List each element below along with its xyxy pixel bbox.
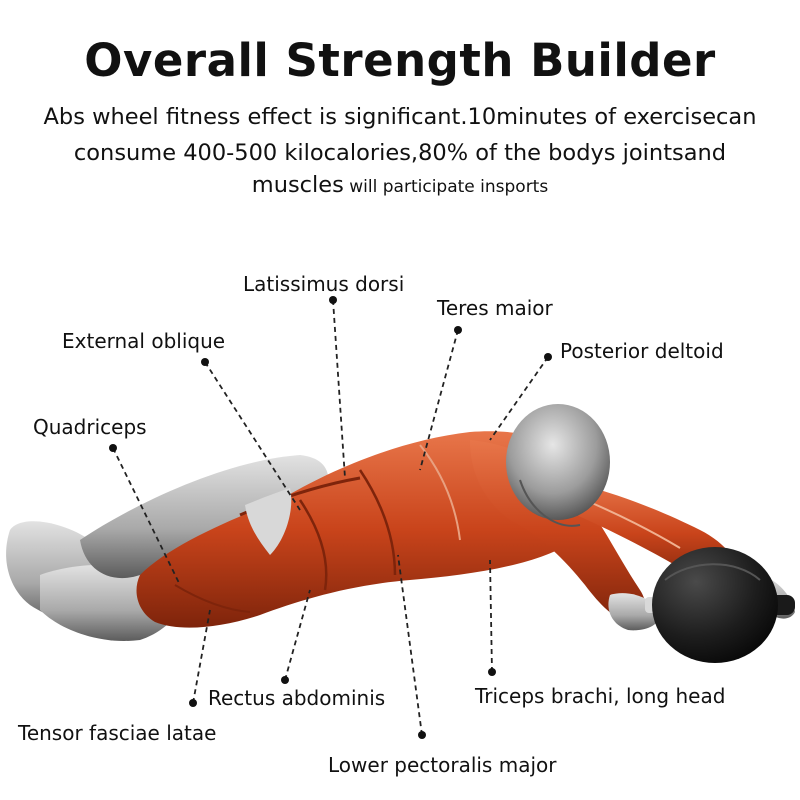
label-rectus-abdominis: Rectus abdominis [208,686,386,710]
leader-dots [109,296,552,739]
page-title: Overall Strength Builder [84,34,716,87]
leader-dot [454,326,462,334]
description-line-3: muscles will participate insports [20,172,780,198]
leader-lines [112,299,549,736]
leader-line-latissimus [332,299,346,479]
leader-dot [281,676,289,684]
head-gray [506,404,610,527]
description-line-3-small: will participate insports [343,177,549,197]
leader-line-triceps [489,559,493,673]
label-external-oblique: External oblique [62,329,226,353]
leader-line-tensor [192,609,211,704]
leader-dot [109,444,117,452]
description-line-1: Abs wheel fitness effect is significant.… [43,104,757,130]
leader-dot [329,296,337,304]
leader-line-external-oblique [204,361,301,511]
leader-line-teres [419,329,459,471]
leader-line-rectus [284,589,311,681]
leader-dot [201,358,209,366]
leader-line-quadriceps [112,447,181,586]
ab-wheel [645,547,795,663]
leader-line-lower-pec [397,554,423,736]
leader-dot [418,731,426,739]
label-teres-maior: Teres maior [437,296,553,320]
leader-dot [544,353,552,361]
description-line-3-main: muscles [251,172,344,198]
label-tensor-fasciae-latae: Tensor fasciae latae [18,721,217,745]
leader-dot [189,699,197,707]
leader-dot [488,668,496,676]
label-triceps-brachi: Triceps brachi, long head [475,684,726,708]
leader-line-posterior-deltoid [489,356,549,441]
label-quadriceps: Quadriceps [33,415,147,439]
description-line-2: consume 400-500 kilocalories,80% of the … [73,140,727,166]
label-latissimus-dorsi: Latissimus dorsi [243,272,405,296]
label-lower-pectoralis-major: Lower pectoralis major [328,753,557,777]
label-posterior-deltoid: Posterior deltoid [560,339,724,363]
